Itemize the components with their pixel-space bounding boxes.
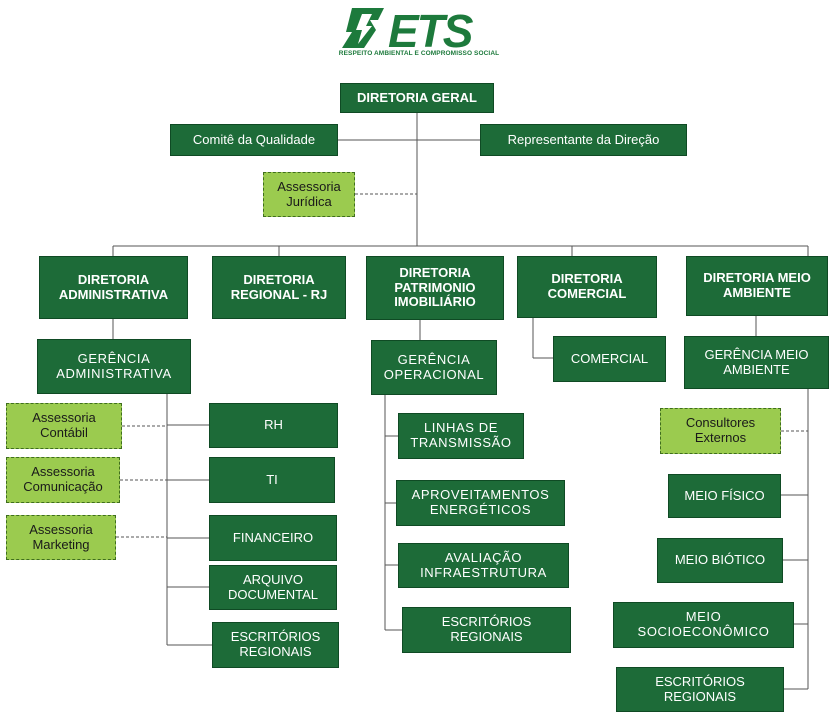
node-diretoria-patrimonio[interactable]: DIRETORIA PATRIMONIO IMOBILIÁRIO	[366, 256, 504, 320]
node-gerencia-administrativa[interactable]: GERÊNCIA ADMINISTRATIVA	[37, 339, 191, 394]
ets-logo-icon	[342, 8, 384, 48]
node-meio-fisico[interactable]: MEIO FÍSICO	[668, 474, 781, 518]
node-meio-biotico[interactable]: MEIO BIÓTICO	[657, 538, 783, 583]
node-rh[interactable]: RH	[209, 403, 338, 448]
node-diretoria-regional-rj[interactable]: DIRETORIA REGIONAL - RJ	[212, 256, 346, 319]
node-arquivo-documental[interactable]: ARQUIVO DOCUMENTAL	[209, 565, 337, 610]
node-financeiro[interactable]: FINANCEIRO	[209, 515, 337, 561]
node-meio-socioeconomico[interactable]: MEIO SOCIOECONÔMICO	[613, 602, 794, 648]
node-assessoria-contabil[interactable]: Assessoria Contábil	[6, 403, 122, 449]
node-diretoria-comercial[interactable]: DIRETORIA COMERCIAL	[517, 256, 657, 318]
logo-name: ETS	[388, 5, 473, 57]
node-diretoria-geral[interactable]: DIRETORIA GERAL	[340, 83, 494, 113]
node-assessoria-comunicacao[interactable]: Assessoria Comunicação	[6, 457, 120, 503]
node-assessoria-juridica[interactable]: Assessoria Jurídica	[263, 172, 355, 217]
node-representante-direcao[interactable]: Representante da Direção	[480, 124, 687, 156]
node-escritorios-regionais-op[interactable]: ESCRITÓRIOS REGIONAIS	[402, 607, 571, 653]
node-escritorios-regionais-meio[interactable]: ESCRITÓRIOS REGIONAIS	[616, 667, 784, 712]
node-aproveitamentos-energeticos[interactable]: APROVEITAMENTOS ENERGÉTICOS	[396, 480, 565, 526]
node-diretoria-administrativa[interactable]: DIRETORIA ADMINISTRATIVA	[39, 256, 188, 319]
node-consultores-externos[interactable]: Consultores Externos	[660, 408, 781, 454]
node-comercial[interactable]: COMERCIAL	[553, 336, 666, 382]
logo-tagline: RESPEITO AMBIENTAL E COMPROMISSO SOCIAL	[338, 50, 500, 57]
node-assessoria-marketing[interactable]: Assessoria Marketing	[6, 515, 116, 560]
node-avaliacao-infraestrutura[interactable]: AVALIAÇÃO INFRAESTRUTURA	[398, 543, 569, 588]
node-gerencia-operacional[interactable]: GERÊNCIA OPERACIONAL	[371, 340, 497, 395]
node-ti[interactable]: TI	[209, 457, 335, 503]
node-escritorios-regionais-adm[interactable]: ESCRITÓRIOS REGIONAIS	[212, 622, 339, 668]
node-linhas-transmissao[interactable]: LINHAS DE TRANSMISSÃO	[398, 413, 524, 459]
node-comite-qualidade[interactable]: Comitê da Qualidade	[170, 124, 338, 156]
node-diretoria-meio-ambiente[interactable]: DIRETORIA MEIO AMBIENTE	[686, 256, 828, 316]
node-gerencia-meio-ambiente[interactable]: GERÊNCIA MEIO AMBIENTE	[684, 336, 829, 389]
